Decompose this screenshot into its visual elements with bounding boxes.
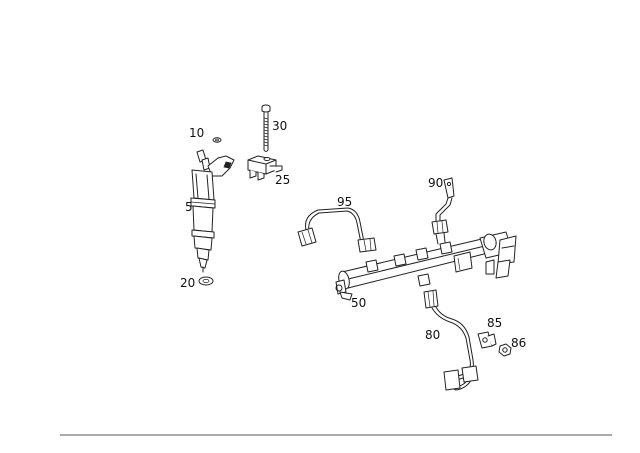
part-50-fuel-rail[interactable] bbox=[335, 231, 517, 301]
part-95-fuel-line[interactable] bbox=[297, 207, 377, 253]
callout-5: 5 bbox=[185, 200, 193, 214]
callout-86: 86 bbox=[511, 336, 526, 350]
callout-85: 85 bbox=[487, 316, 502, 330]
part-5-injector[interactable] bbox=[190, 149, 235, 273]
callout-25: 25 bbox=[275, 173, 290, 187]
callout-50: 50 bbox=[351, 296, 366, 310]
callout-90: 90 bbox=[428, 176, 443, 190]
callout-10: 10 bbox=[189, 126, 204, 140]
callout-20: 20 bbox=[180, 276, 195, 290]
callout-80: 80 bbox=[425, 328, 440, 342]
callout-30: 30 bbox=[272, 119, 287, 133]
part-90-bracket[interactable] bbox=[431, 177, 455, 245]
part-20-washer[interactable] bbox=[198, 276, 214, 286]
part-85-clip[interactable] bbox=[477, 331, 497, 349]
part-80-pressure-line[interactable] bbox=[423, 289, 479, 391]
part-25-clamp[interactable] bbox=[247, 155, 283, 181]
part-30-bolt[interactable] bbox=[261, 104, 271, 152]
part-10-seal-ring[interactable] bbox=[212, 137, 222, 143]
part-86-nut[interactable] bbox=[498, 343, 512, 357]
callout-95: 95 bbox=[337, 195, 352, 209]
